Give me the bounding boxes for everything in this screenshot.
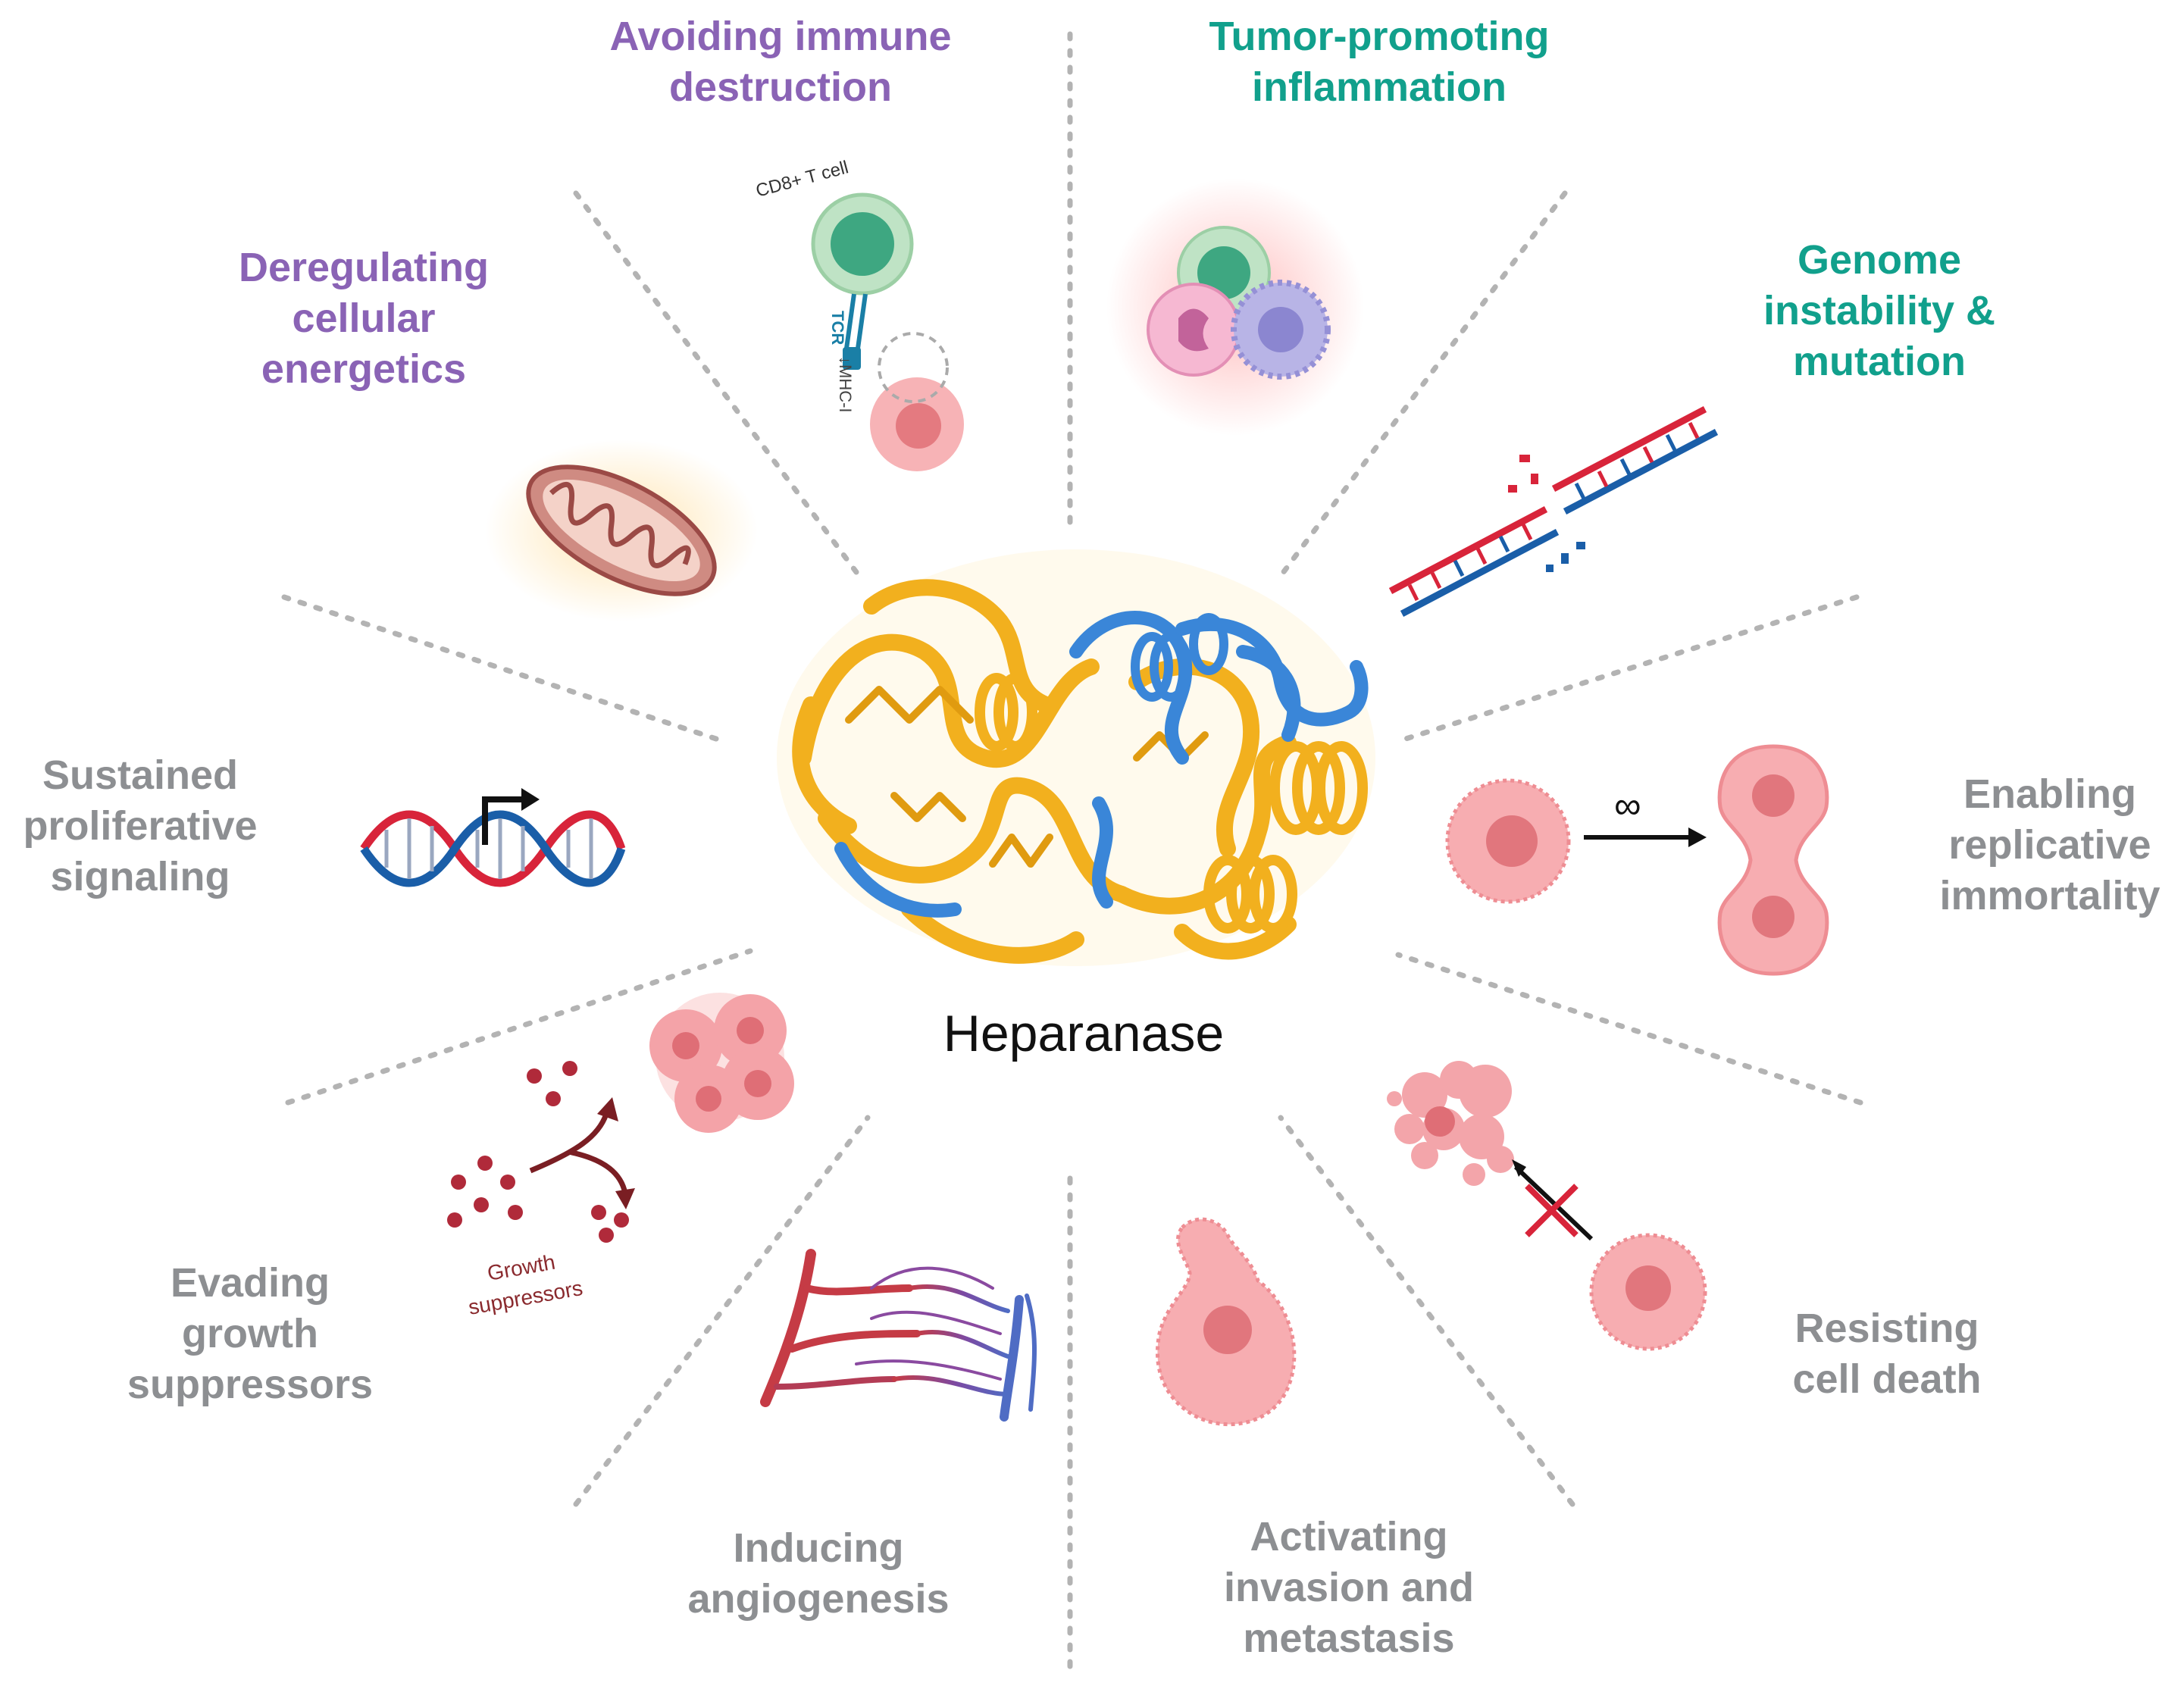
growth-suppressors-line1: Growth (486, 1250, 557, 1285)
blood-vessels-icon (760, 1249, 1037, 1422)
hallmark-tumor-promoting-inflammation: Tumor-promoting inflammation (1209, 14, 1550, 110)
hallmark-activating-invasion-metastasis: Activating invasion and metastasis (1223, 1514, 1475, 1661)
invading-cell-icon (1155, 1217, 1297, 1427)
tumor-cell-icon (870, 332, 964, 471)
heparanase-protein-icon (777, 549, 1375, 966)
dna-helix-icon (360, 788, 626, 887)
mitochondrion-icon (485, 439, 758, 621)
growth-suppressors-icon (447, 993, 794, 1243)
divider-line (285, 948, 753, 1106)
hallmark-avoiding-immune-destruction: Avoiding immune destruction (609, 14, 952, 110)
cd8-t-cell-label: CD8+ T cell (754, 157, 851, 201)
growth-suppressors-line2: suppressors (467, 1276, 585, 1319)
divider-line (573, 190, 859, 575)
resisting-death-icon (1387, 1061, 1707, 1351)
broken-dna-icon (1388, 406, 1719, 617)
hallmark-deregulating-energetics: Deregulating cellular energetics (238, 245, 490, 392)
cd8-t-cell-icon (811, 192, 914, 370)
divider-line (1278, 1115, 1575, 1507)
divider-lines (281, 31, 1863, 1674)
tcr-label: TCR (828, 311, 847, 345)
hallmark-sustained-proliferative-signaling: Sustained proliferative signaling (23, 752, 258, 899)
hallmark-inducing-angiogenesis: Inducing angiogenesis (687, 1525, 950, 1622)
divider-line (1278, 190, 1568, 579)
divider-line (573, 1115, 871, 1507)
hallmark-genome-instability: Genome instability & mutation (1763, 237, 1996, 384)
tumor-cluster-icon (649, 993, 794, 1133)
hallmark-resisting-cell-death: Resisting cell death (1792, 1306, 1982, 1402)
mhc-label: ↓MHC-I (836, 356, 855, 413)
immortality-cells-icon (1445, 744, 1829, 976)
inflammatory-cells-icon (1106, 178, 1364, 436)
divider-line (1403, 594, 1860, 742)
infinity-label: ∞ (1614, 784, 1641, 827)
heparanase-title: Heparanase (943, 1005, 1225, 1062)
hallmark-evading-growth-suppressors: Evading growth suppressors (127, 1260, 374, 1407)
hallmark-enabling-replicative-immortality: Enabling replicative immortality (1939, 771, 2161, 918)
divider-line (1395, 952, 1863, 1106)
